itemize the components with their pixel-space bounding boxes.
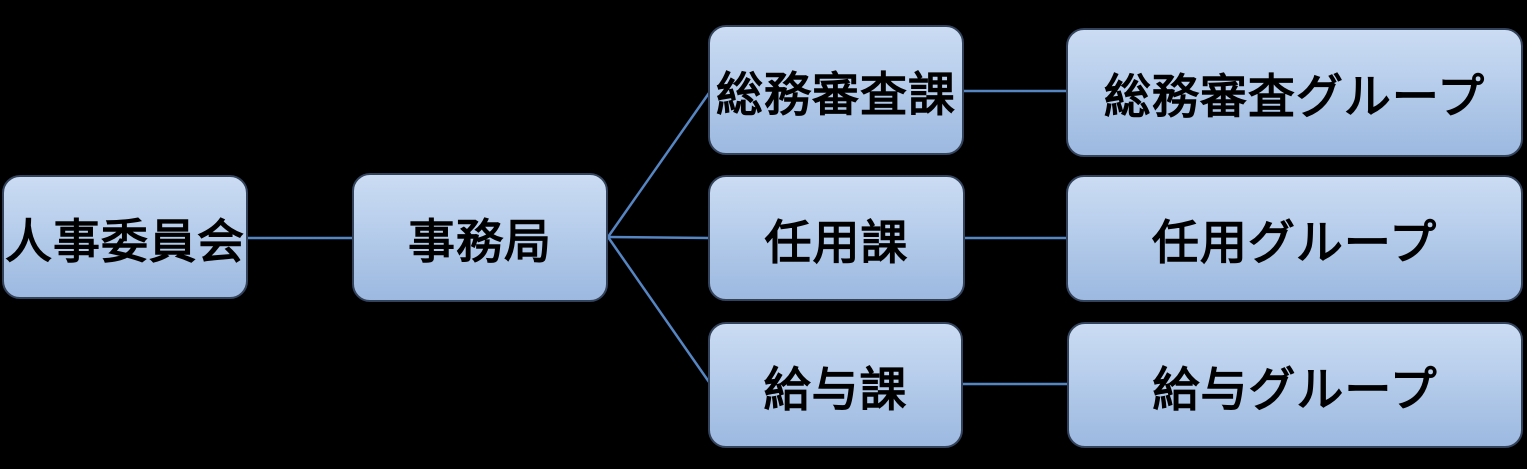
org-node-label: 給与課 [764,351,908,420]
connector-secretariat-salary-division [608,237,709,382]
org-node-secretariat: 事務局 [352,173,608,302]
org-node-label: 給与グループ [1152,351,1437,420]
org-node-label: 総務審査グループ [1104,58,1485,127]
org-node-appointment-division: 任用課 [708,175,965,301]
org-node-salary-group: 給与グループ [1067,322,1523,448]
connector-secretariat-appointment-division [608,237,709,238]
org-node-label: 任用グループ [1152,204,1437,273]
org-node-general-affairs-exam-division: 総務審査課 [708,25,964,155]
org-node-label: 総務審査課 [716,56,956,125]
connector-secretariat-general-affairs-division [608,93,709,237]
org-node-label: 任用課 [765,204,909,273]
org-node-label: 事務局 [408,203,552,272]
org-node-appointment-group: 任用グループ [1066,175,1523,302]
org-node-personnel-committee: 人事委員会 [2,175,248,299]
org-node-label: 人事委員会 [5,203,245,272]
org-node-salary-division: 給与課 [708,322,963,448]
org-node-general-affairs-exam-group: 総務審査グループ [1066,28,1523,157]
